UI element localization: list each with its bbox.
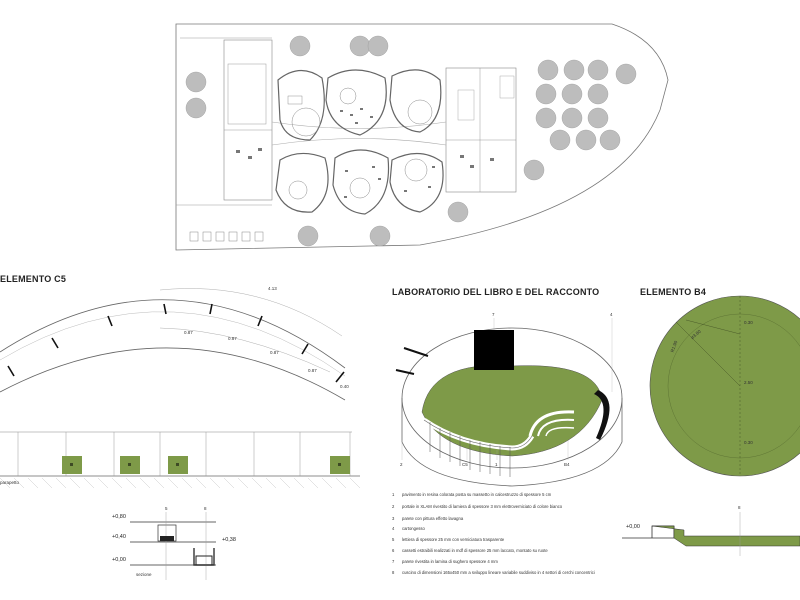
c5-level-000: +0,00: [112, 557, 126, 563]
tree-symbol: [535, 107, 557, 129]
legend-text: lettiera di spessore 25 mm con verniciat…: [402, 537, 505, 542]
c5-level-040: +0,40: [112, 534, 126, 540]
c5-dim-5: 0.40: [340, 384, 349, 389]
c5-col-label-5: 5: [165, 506, 168, 511]
tree-symbol: [587, 83, 609, 105]
b4-dim-2: 0.30: [744, 320, 753, 325]
tree-symbol: [289, 35, 311, 57]
c5-dim-2: 0.87: [228, 336, 237, 341]
lab-title: LABORATORIO DEL LIBRO E DEL RACCONTO: [392, 287, 600, 297]
tree-symbol: [599, 129, 621, 151]
tree-symbol: [297, 225, 319, 247]
legend-text: cuscino di dimensioni 165x450 mm a svilu…: [402, 570, 595, 575]
b4-dim-3: 0.30: [744, 440, 753, 445]
legend-num: 4: [392, 526, 395, 531]
tree-symbol: [563, 59, 585, 81]
lab-marker-2: 2: [400, 462, 403, 467]
c5-col-label-8: 8: [204, 506, 207, 511]
legend-num: 7: [392, 559, 395, 564]
legend-num: 6: [392, 548, 395, 553]
legend-num: 8: [392, 570, 395, 575]
c5-section-label: sezione: [136, 572, 152, 577]
legend-text: parete con pittura effetto lavagna: [402, 516, 464, 521]
lab-marker-b4: B4: [564, 462, 570, 467]
tree-symbol: [369, 225, 391, 247]
legend-text: portale in XLAM rivestito di lamiera di …: [402, 504, 563, 509]
legend-text: parete rivestita in lamina di sughero sp…: [402, 559, 498, 564]
tree-symbol: [185, 71, 207, 93]
tree-symbol: [537, 59, 559, 81]
b4-dim-4: 2.50: [744, 380, 753, 385]
tree-symbol: [587, 59, 609, 81]
c5-dim-3: 0.87: [270, 350, 279, 355]
tree-symbol: [561, 83, 583, 105]
legend-num: 2: [392, 504, 395, 509]
tree-symbol: [561, 107, 583, 129]
c5-title: ELEMENTO C5: [0, 274, 67, 284]
legend-num: 1: [392, 492, 395, 497]
lab-marker-4: 4: [610, 312, 613, 317]
c5-dim-1: 0.87: [184, 330, 193, 335]
tree-symbol: [615, 63, 637, 85]
legend-text: cassetti estraibili realizzati in mdf di…: [402, 548, 548, 553]
b4-level-000: +0,00: [626, 524, 640, 530]
legend-text: pavimento in resina colorata posta su ma…: [402, 492, 552, 497]
tree-symbol: [185, 97, 207, 119]
c5-dim-4: 0.87: [308, 368, 317, 373]
legend-num: 3: [392, 516, 395, 521]
tree-symbol: [549, 129, 571, 151]
tree-symbol: [575, 129, 597, 151]
lab-marker-7: 7: [492, 312, 495, 317]
lab-marker-1: 1: [495, 462, 498, 467]
c5-parapet-label: parapetto: [0, 480, 20, 485]
c5-level-080: +0,80: [112, 514, 126, 520]
tree-symbol: [523, 159, 545, 181]
c5-dim-0: 4.13: [268, 286, 277, 291]
b4-section-marker: 8: [738, 505, 741, 510]
b4-title: ELEMENTO B4: [640, 287, 707, 297]
tree-symbol: [367, 35, 389, 57]
lab-marker-c5: C5: [462, 462, 468, 467]
legend-text: cartongesso: [402, 526, 425, 531]
legend-num: 5: [392, 537, 395, 542]
tree-symbol: [535, 83, 557, 105]
tree-symbol: [447, 201, 469, 223]
c5-level-038: +0,38: [222, 537, 236, 543]
tree-symbol: [587, 107, 609, 129]
